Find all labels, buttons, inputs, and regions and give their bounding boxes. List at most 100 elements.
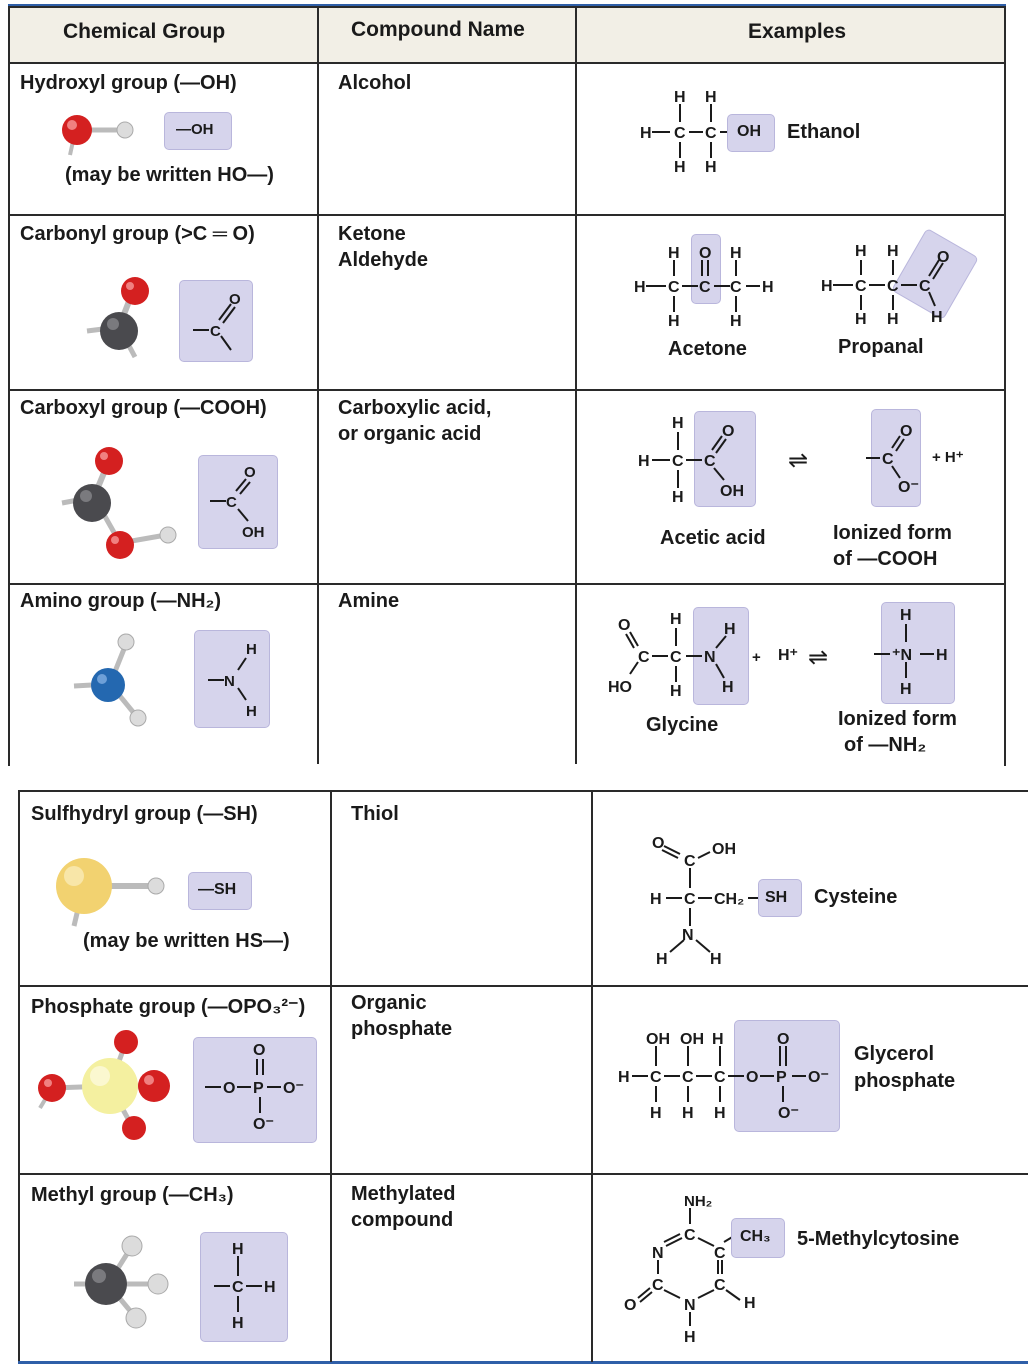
column-divider [591,790,593,1362]
svg-text:H: H [900,607,912,624]
svg-text:H: H [674,159,686,176]
row-divider [8,62,1006,64]
svg-text:P: P [253,1080,264,1097]
svg-text:H: H [821,278,833,295]
svg-text:C: C [674,125,686,142]
row-divider [8,389,1006,391]
svg-text:H: H [900,681,912,698]
amino-equilibrium-arrow: ⇌ [808,644,829,671]
svg-text:C: C [714,1069,726,1086]
carboxyl-ball-model [61,447,177,559]
svg-text:C: C [699,279,711,296]
svg-text:C: C [704,453,716,470]
svg-text:N: N [224,673,235,690]
phosphate-compound-line1: Organic [351,992,427,1014]
svg-text:C: C [684,853,696,870]
table-top-rule [8,4,1006,7]
svg-text:O: O [624,1297,636,1314]
svg-text:O⁻: O⁻ [283,1080,304,1097]
svg-text:O⁻: O⁻ [898,479,919,496]
table-bottom-rule [18,1361,1028,1364]
svg-text:NH₂: NH₂ [684,1193,712,1210]
svg-text:+: + [752,649,761,666]
sulfhydryl-compound: Thiol [351,803,399,825]
amino-formula: NHH [208,641,257,720]
svg-text:H: H [672,489,684,506]
svg-text:H: H [744,1295,756,1312]
ethanol-label: Ethanol [787,121,861,143]
svg-text:O: O [699,245,711,262]
svg-text:H: H [650,1105,662,1122]
svg-text:C: C [882,451,894,468]
carboxyl-compound-line2: or organic acid [338,423,482,445]
carbonyl-ball-model [86,277,149,359]
carbonyl-group-label: Carbonyl group (˃C ═ O) [20,223,255,245]
svg-text:H: H [855,243,867,260]
svg-text:OH: OH [720,483,744,500]
acetone-label: Acetone [668,338,747,360]
svg-text:H: H [246,641,257,658]
ionized-carboxyl-structure: COO⁻ + H⁺ [866,423,964,496]
svg-text:H: H [264,1279,276,1296]
svg-text:C: C [855,278,867,295]
svg-text:O⁻: O⁻ [253,1116,274,1133]
amino-formula-box [194,630,270,728]
carboxyl-compound-line1: Carboxylic acid, [338,397,492,419]
header-examples: Examples [748,20,847,43]
svg-text:OH: OH [646,1031,670,1048]
methyl-compound-line1: Methylated [351,1183,456,1205]
svg-text:H: H [887,311,899,328]
svg-text:H: H [670,683,682,700]
svg-text:C: C [650,1069,662,1086]
svg-text:H: H [705,89,717,106]
svg-text:H: H [672,415,684,432]
svg-text:H: H [674,89,686,106]
cysteine-sh: SH [765,889,788,906]
svg-text:H: H [936,647,948,664]
svg-text:P: P [776,1069,787,1086]
sulfhydryl-ball-model [56,858,165,927]
sulfhydryl-note: (may be written HS—) [83,930,290,952]
svg-text:O: O [900,423,912,440]
svg-text:H: H [730,313,742,330]
methyl-ball-model [74,1235,169,1329]
ionized-amino-structure: ⁺NH HH [874,607,948,698]
svg-text:C: C [714,1245,726,1262]
svg-text:O: O [722,423,734,440]
svg-text:O⁻: O⁻ [808,1069,829,1086]
carbonyl-compound-aldehyde: Aldehyde [338,249,429,271]
ionized-amino-label-line1: Ionized form [838,708,957,730]
ionized-amino-highlight [881,602,955,704]
glycine-label: Glycine [646,714,719,736]
svg-text:C: C [684,1227,696,1244]
phosphate-group-label: Phosphate group (—OPO₃²⁻) [31,996,306,1018]
column-divider [330,790,332,1362]
svg-text:H: H [618,1069,630,1086]
column-divider [317,6,319,764]
svg-text:H: H [712,1031,724,1048]
acetic-acid-label: Acetic acid [660,527,766,549]
ethanol-oh-highlight [727,114,775,152]
amino-ball-model [73,633,147,727]
hydroxyl-formula: —OH [176,121,214,138]
svg-text:H: H [670,611,682,628]
svg-text:H: H [668,245,680,262]
methylcytosine-ch3: CH₃ [740,1228,771,1245]
propanal-label: Propanal [838,336,924,358]
methylcytosine-ch3-highlight [731,1218,785,1258]
svg-text:O: O [229,291,241,308]
svg-text:C: C [672,453,684,470]
svg-text:H: H [730,245,742,262]
svg-text:O: O [937,249,949,266]
svg-text:O: O [244,464,256,481]
svg-text:OH: OH [242,524,265,541]
hydroxyl-group-label: Hydroxyl group (—OH) [20,72,237,94]
svg-text:C: C [919,278,931,295]
row-divider [8,214,1006,216]
